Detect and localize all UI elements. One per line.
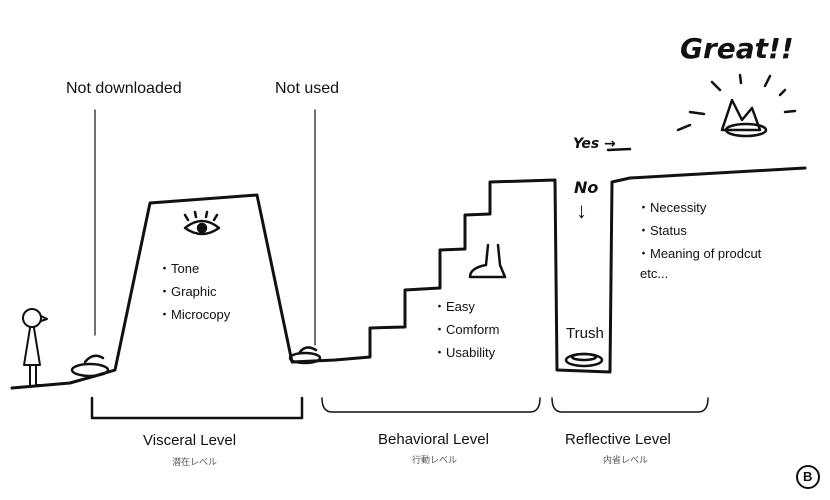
- reflective-item: ・Status: [637, 223, 687, 238]
- behavioral-level-jp: 行動レベル: [412, 455, 458, 465]
- behavioral-level-label: Behavioral Level: [378, 431, 489, 448]
- trash-phone-icon: [564, 352, 604, 368]
- yes-label: Yes →: [573, 136, 616, 152]
- not-downloaded-label: Not downloaded: [66, 80, 182, 97]
- down-arrow-icon: ↓: [576, 198, 587, 223]
- visceral-item: ・Graphic: [158, 284, 217, 299]
- yes-arrow-shaft: [606, 147, 632, 152]
- no-label: No: [574, 178, 599, 197]
- terrain-outline: [10, 166, 807, 390]
- reflective-item: etc...: [640, 266, 669, 281]
- not-used-label: Not used: [275, 80, 340, 97]
- foot-step-icon: [468, 243, 507, 279]
- visceral-level-label: Visceral Level: [143, 432, 237, 449]
- visceral-item: ・Tone: [158, 261, 200, 276]
- sparkle-lines: [676, 73, 797, 132]
- trash-label: Trush: [566, 325, 604, 342]
- crown-icon: [720, 98, 768, 138]
- eye-icon: [183, 210, 221, 236]
- reflective-bracket: [551, 397, 709, 413]
- visceral-item: ・Microcopy: [158, 307, 231, 322]
- behavioral-bracket: [321, 397, 541, 413]
- behavioral-item: ・Easy: [433, 299, 475, 314]
- behavioral-item: ・Comform: [433, 322, 500, 337]
- discarded-phone-icon: [70, 354, 110, 378]
- logo-circle: [796, 465, 820, 489]
- reflective-item: ・Necessity: [637, 200, 707, 215]
- reflective-level-jp: 内省レベル: [603, 455, 649, 465]
- visceral-bracket: [90, 396, 304, 420]
- behavioral-item: ・Usability: [433, 345, 496, 360]
- person-icon: [22, 308, 48, 386]
- logo: B: [803, 469, 813, 484]
- discarded-phone-icon: [288, 346, 322, 365]
- reflective-item: ・Meaning of prodcut: [637, 246, 762, 261]
- reflective-level-label: Reflective Level: [565, 431, 671, 448]
- visceral-level-jp: 潜在レベル: [172, 457, 218, 467]
- great-label: Great!!: [680, 32, 794, 65]
